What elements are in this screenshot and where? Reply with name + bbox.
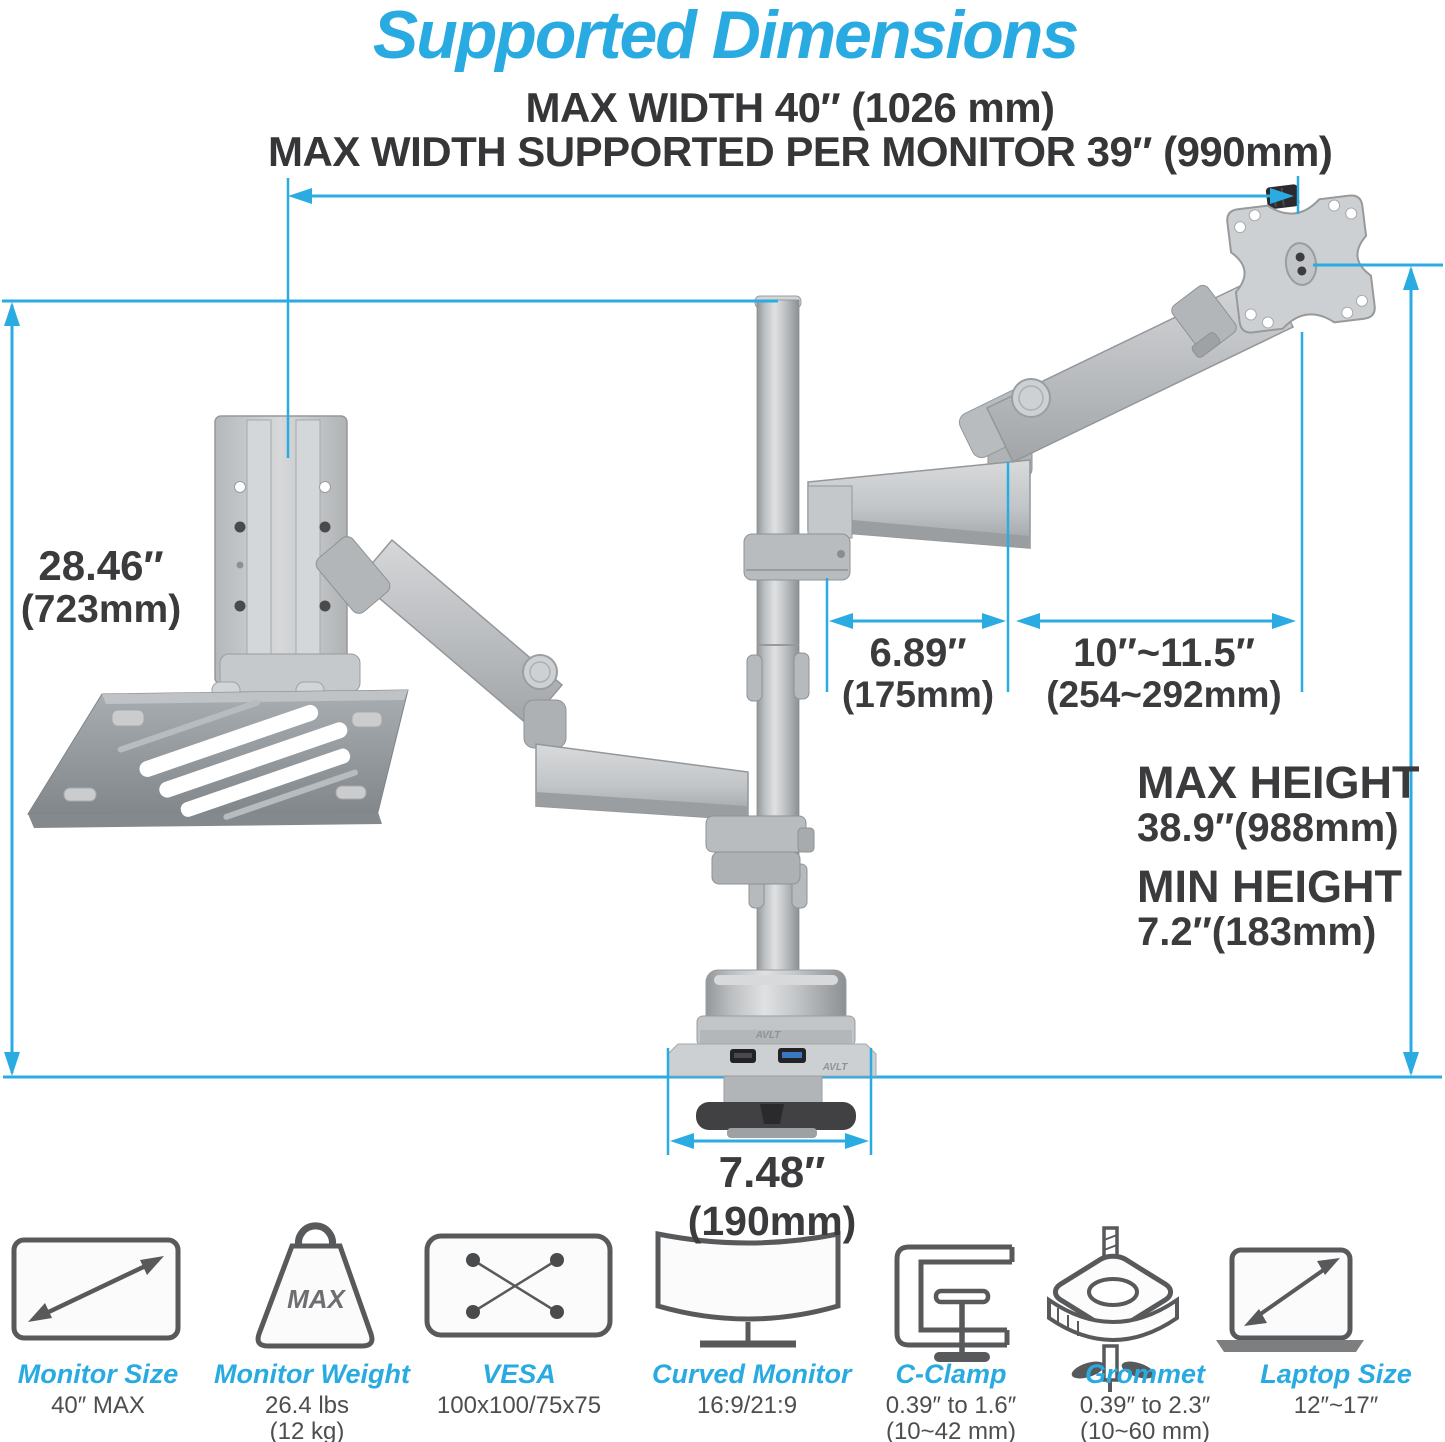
weight-max-badge: MAX (287, 1284, 345, 1314)
desk-clamp-base (667, 969, 877, 1138)
vesa-icon (424, 1233, 613, 1338)
laptop-tray (27, 689, 409, 828)
monitor-arm (807, 437, 1033, 549)
spec-label-curved-monitor: Curved Monitor (652, 1359, 852, 1389)
subtitle-max-width: MAX WIDTH 40″ (1026 mm) (525, 84, 1055, 131)
min-height-value: 7.2″(183mm) (1137, 910, 1377, 954)
c-clamp-icon (894, 1244, 1015, 1362)
max-height-label: MAX HEIGHT (1137, 757, 1420, 808)
dim-base-width-in: 7.48″ (718, 1148, 826, 1197)
spec-label-laptop-size: Laptop Size (1260, 1359, 1412, 1389)
monitor-weight-icon (255, 1222, 375, 1349)
spec-value: (12 kg) (269, 1418, 345, 1442)
brand-logo: AVLT (755, 1030, 781, 1041)
curved-monitor-icon (655, 1230, 841, 1348)
spec-value: 0.39″ to 2.3″ (1079, 1392, 1211, 1419)
laptop-arm-pole-collar (705, 815, 815, 885)
spec-value: 100x100/75x75 (436, 1392, 602, 1419)
brand-logo: AVLT (822, 1062, 848, 1073)
spec-value: 40″ MAX (51, 1392, 145, 1419)
tray-vent-slots (117, 699, 358, 820)
dimension-arm-front (825, 462, 1010, 692)
dim-arm-rear-in: 10″~11.5″ (1073, 631, 1255, 675)
spec-label-monitor-weight: Monitor Weight (214, 1359, 410, 1389)
monitor-upper-arm (958, 271, 1295, 464)
dimension-pole-height (2, 299, 778, 1076)
monitor-vesa-plate (1226, 184, 1376, 334)
min-height-label: MIN HEIGHT (1137, 861, 1402, 912)
dimension-base-width (666, 1048, 873, 1155)
laptop-vesa-bracket (211, 415, 391, 709)
subtitle-max-width-per-monitor: MAX WIDTH SUPPORTED PER MONITOR 39″ (990… (268, 128, 1333, 175)
monitor-size-icon (11, 1237, 181, 1341)
spec-label-grommet: Grommet (1084, 1359, 1206, 1389)
dim-arm-front-mm: (175mm) (841, 674, 995, 715)
spec-value: 26.4 lbs (264, 1392, 350, 1419)
dimension-max-width (286, 176, 1300, 458)
spec-value: (10~60 mm) (1079, 1418, 1211, 1442)
spec-value: (10~42 mm) (885, 1418, 1017, 1442)
dimension-max-height (1313, 263, 1443, 1076)
grommet-icon (1047, 1226, 1179, 1392)
page-title: Supported Dimensions (372, 0, 1079, 73)
spec-label-vesa: VESA (482, 1359, 556, 1389)
spec-label-c-clamp: C-Clamp (895, 1359, 1007, 1389)
dim-arm-rear-mm: (254~292mm) (1046, 674, 1282, 715)
spec-value: 12″~17″ (1293, 1392, 1379, 1419)
mount-pole (746, 295, 810, 1009)
spec-value: 16:9/21:9 (696, 1392, 798, 1419)
max-height-value: 38.9″(988mm) (1137, 806, 1399, 850)
dim-pole-height-in: 28.46″ (38, 542, 164, 589)
laptop-size-icon (1216, 1247, 1364, 1352)
dimension-arm-rear (1016, 332, 1304, 692)
spec-label-monitor-size: Monitor Size (17, 1359, 179, 1389)
dim-base-width-mm: (190mm) (687, 1198, 857, 1244)
dim-pole-height-mm: (723mm) (20, 588, 182, 631)
spec-value: 0.39″ to 1.6″ (885, 1392, 1017, 1419)
monitor-arm-pole-collar (743, 533, 851, 581)
laptop-arm (356, 538, 749, 821)
dim-arm-front-in: 6.89″ (869, 631, 967, 675)
